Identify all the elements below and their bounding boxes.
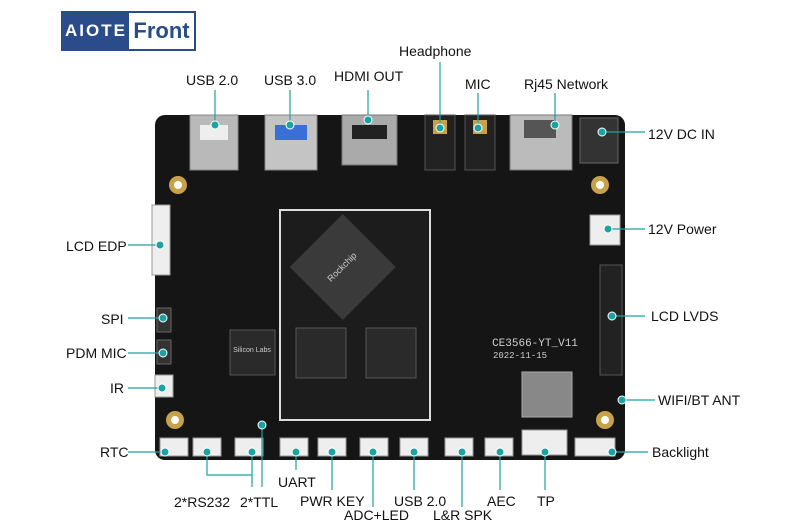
label-dc-in: 12V DC IN	[648, 126, 715, 142]
label-12v-power: 12V Power	[648, 221, 717, 237]
label-uart: UART	[278, 474, 316, 490]
label-ttl: 2*TTL	[240, 494, 279, 510]
logo-brand: AIOTE	[63, 13, 129, 49]
label-headphone: Headphone	[399, 43, 472, 59]
label-pdm-mic: PDM MIC	[66, 345, 127, 361]
brand-logo: AIOTE Front	[61, 11, 196, 51]
logo-word: Front	[133, 18, 190, 43]
edp-connector	[151, 204, 171, 276]
label-mic: MIC	[465, 76, 491, 92]
ram-chip-1	[295, 327, 347, 379]
callout-dots	[155, 115, 627, 457]
label-rs232: 2*RS232	[174, 494, 231, 510]
label-pwr-key: PWR KEY	[300, 493, 365, 509]
mounting-holes	[166, 176, 614, 429]
wifi-module	[521, 371, 573, 418]
soc-chip	[289, 213, 396, 321]
label-rtc: RTC	[100, 444, 129, 460]
label-ir: IR	[110, 380, 124, 396]
label-adc-led: ADC+LED	[344, 507, 409, 523]
dc-jack	[579, 117, 619, 164]
label-usb20-top: USB 2.0	[186, 72, 239, 88]
label-rj45: Rj45 Network	[524, 76, 609, 92]
label-spi: SPI	[101, 311, 124, 327]
label-lcd-edp: LCD EDP	[66, 238, 127, 254]
label-aec: AEC	[487, 493, 516, 509]
label-tp: TP	[537, 493, 555, 509]
label-usb30: USB 3.0	[264, 72, 317, 88]
label-lr-spk: L&R SPK	[433, 507, 493, 523]
codec-brand: Silicon Labs	[233, 347, 271, 354]
label-wifi-ant: WIFI/BT ANT	[658, 392, 741, 408]
callout-lines	[128, 62, 655, 507]
label-hdmi: HDMI OUT	[334, 68, 404, 84]
ram-chip-2	[365, 327, 417, 379]
board-model: CE3566-YT_V11	[492, 338, 578, 350]
codec-chip	[229, 329, 276, 376]
board-date: 2022-11-15	[493, 351, 547, 361]
label-backlight: Backlight	[652, 444, 709, 460]
label-lcd-lvds: LCD LVDS	[651, 308, 719, 324]
label-usb20-bottom: USB 2.0	[394, 493, 447, 509]
